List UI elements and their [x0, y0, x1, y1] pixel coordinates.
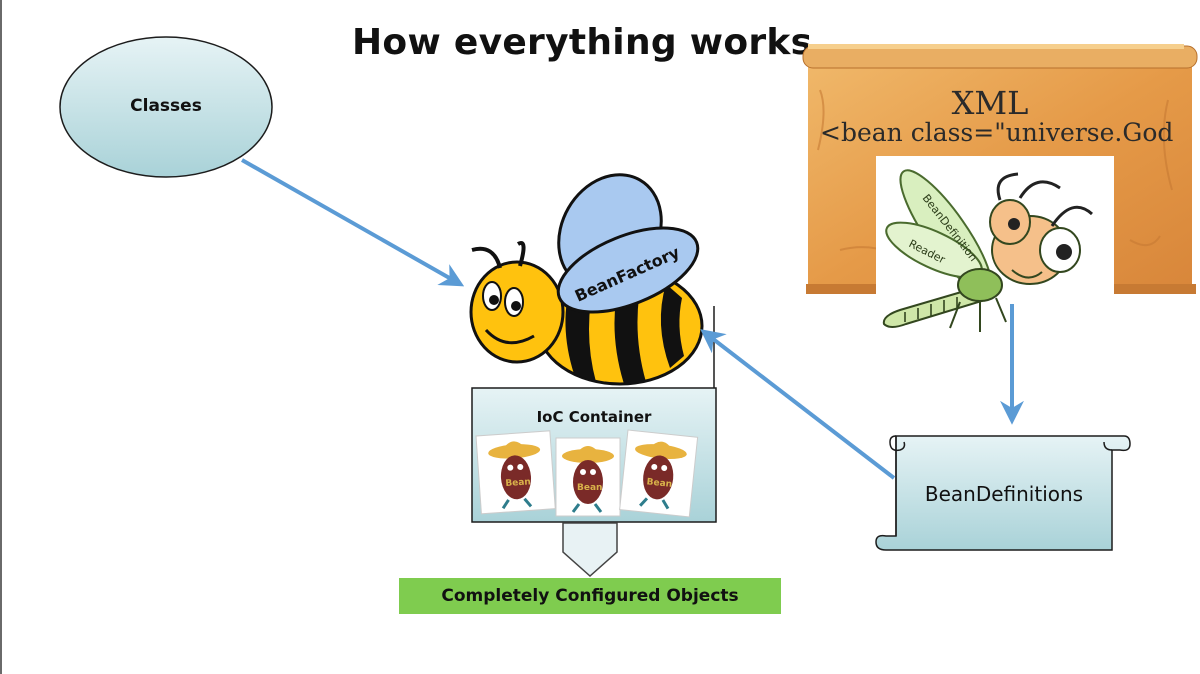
classes-label: Classes — [130, 96, 202, 116]
bean-definitions-label: BeanDefinitions — [924, 482, 1084, 506]
page-title: How everything works — [352, 22, 813, 63]
bean-tag: Bean — [577, 483, 602, 493]
bean-character-icon: Bean — [555, 437, 621, 517]
left-border — [0, 0, 2, 674]
bean-tag: Bean — [646, 477, 672, 490]
bee-icon: BeanFactory — [469, 173, 704, 386]
arrow-definitions-to-factory — [700, 329, 896, 480]
scroll-icon — [875, 435, 1131, 551]
xml-title: XML — [951, 84, 1029, 122]
bean-character-icon: Bean — [619, 429, 699, 518]
arrow-classes-to-factory — [241, 158, 465, 287]
down-chevron-icon — [562, 522, 618, 578]
xml-code-line: <bean class="universe.God — [820, 118, 1174, 147]
result-node: Completely Configured Objects — [399, 578, 781, 614]
ioc-container-label: IoC Container — [536, 408, 652, 426]
result-label: Completely Configured Objects — [441, 586, 739, 606]
bean-tag: Bean — [505, 477, 531, 489]
bean-character-icon: Bean — [475, 430, 556, 515]
classes-node — [59, 36, 273, 178]
